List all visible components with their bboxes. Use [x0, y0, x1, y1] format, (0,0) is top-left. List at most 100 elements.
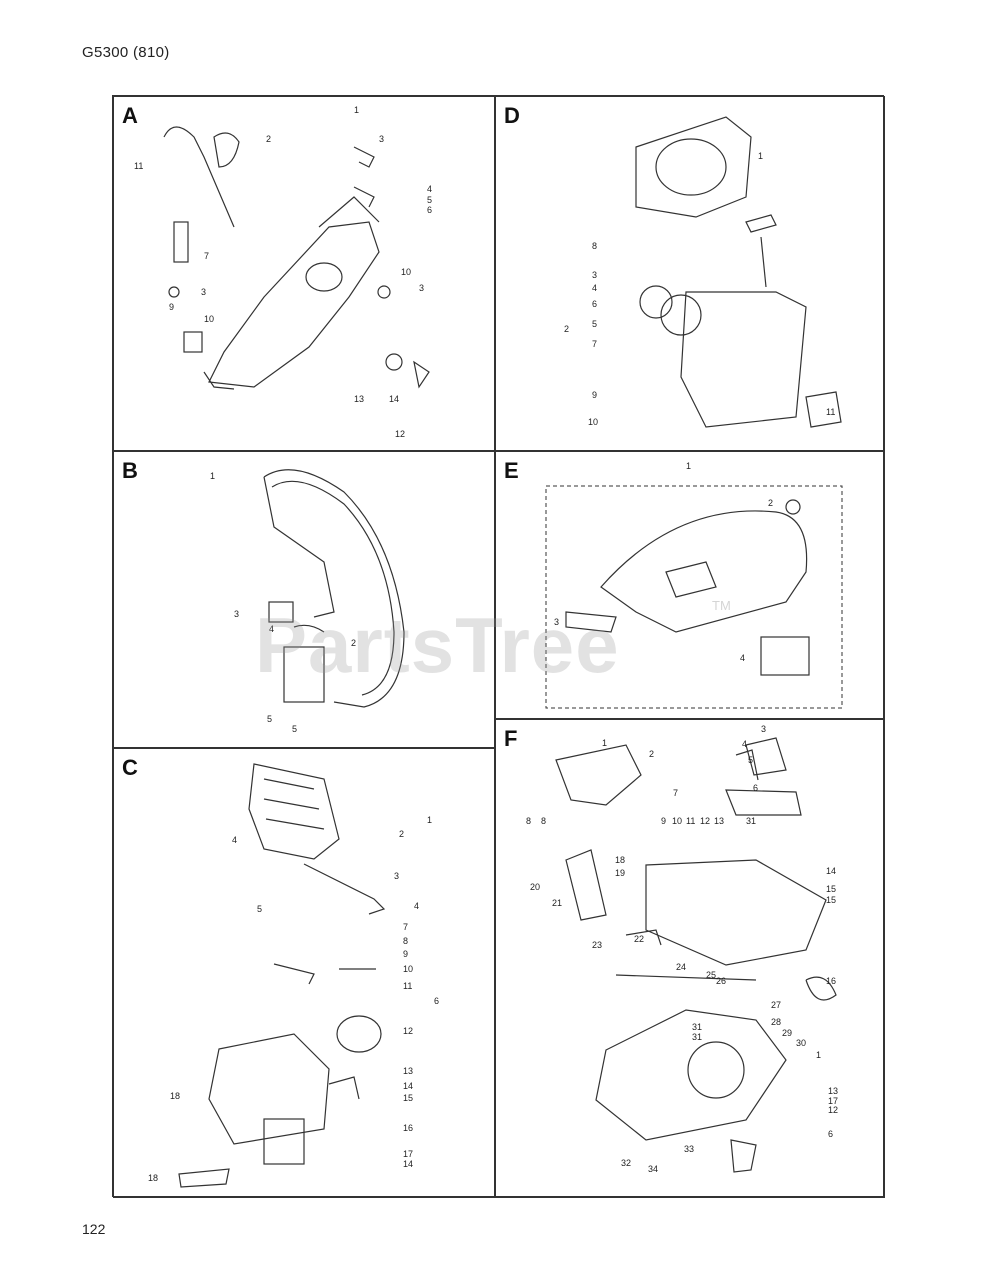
- part-callout-number: 10: [401, 267, 411, 277]
- cylinder-cover-drawing: [565, 499, 810, 676]
- part-callout-number: 15: [826, 884, 836, 894]
- part-callout-number: 12: [700, 816, 710, 826]
- part-callout-number: 24: [676, 962, 686, 972]
- part-callout-number: 16: [826, 976, 836, 986]
- part-callout-number: 5: [427, 195, 432, 205]
- part-callout-number: 9: [661, 816, 666, 826]
- part-callout-number: 9: [403, 949, 408, 959]
- part-callout-number: 29: [782, 1028, 792, 1038]
- front-handle-assembly-drawing: [163, 126, 430, 390]
- panel-d-letter: D: [504, 103, 520, 128]
- part-callout-number: 15: [403, 1093, 413, 1103]
- part-callout-number: 19: [615, 868, 625, 878]
- panel-b-callouts: 1 3 4 2 5 5: [210, 471, 356, 734]
- part-callout-number: 11: [686, 816, 695, 826]
- part-callout-number: 9: [169, 302, 174, 312]
- part-callout-number: 7: [592, 339, 597, 349]
- part-callout-number: 22: [634, 934, 644, 944]
- part-callout-number: 20: [530, 882, 540, 892]
- part-callout-number: 3: [379, 134, 384, 144]
- part-callout-number: 11: [403, 981, 412, 991]
- part-callout-number: 11: [826, 407, 835, 417]
- part-callout-number: 13: [354, 394, 364, 404]
- part-callout-number: 10: [204, 314, 214, 324]
- part-callout-number: 15: [826, 895, 836, 905]
- panel-e-drawing: 1 2 3 4: [545, 461, 843, 709]
- part-callout-number: 4: [742, 739, 747, 749]
- part-callout-number: 1: [210, 471, 215, 481]
- part-callout-number: 27: [771, 1000, 781, 1010]
- panel-f-drawing: 1 2 3 4 5 6 7 8 8 9 10 11 12 13 31 14 18…: [526, 724, 838, 1174]
- panel-a-letter: A: [122, 103, 138, 128]
- part-callout-number: 6: [753, 783, 758, 793]
- part-callout-number: 5: [592, 319, 597, 329]
- panel-d-drawing: 1 8 3 4 6 5 7 2 9 10 11: [564, 116, 842, 428]
- part-callout-number: 10: [672, 816, 682, 826]
- watermark-tm: TM: [712, 598, 731, 613]
- part-callout-number: 12: [403, 1026, 413, 1036]
- part-callout-number: 5: [292, 724, 297, 734]
- part-callout-number: 14: [403, 1159, 413, 1169]
- part-callout-number: 25: [706, 970, 716, 980]
- part-callout-number: 4: [414, 901, 419, 911]
- part-callout-number: 2: [564, 324, 569, 334]
- part-callout-number: 8: [403, 936, 408, 946]
- kit-dashed-boundary: [545, 485, 843, 709]
- part-callout-number: 3: [419, 283, 424, 293]
- part-callout-number: 18: [615, 855, 625, 865]
- part-callout-number: 12: [395, 429, 405, 439]
- part-callout-number: 28: [771, 1017, 781, 1027]
- panel-f-callouts: 1 2 3 4 5 6 7 8 8 9 10 11 12 13 31 14 18…: [526, 724, 838, 1174]
- part-callout-number: 3: [554, 617, 559, 627]
- part-callout-number: 6: [828, 1129, 833, 1139]
- part-callout-number: 5: [267, 714, 272, 724]
- part-callout-number: 3: [234, 609, 239, 619]
- part-callout-number: 7: [403, 922, 408, 932]
- panel-b-drawing: 1 3 4 2 5 5: [210, 469, 405, 734]
- part-callout-number: 14: [389, 394, 399, 404]
- part-callout-number: 1: [758, 151, 763, 161]
- part-callout-number: 31: [692, 1022, 702, 1032]
- panel-c-letter: C: [122, 755, 138, 780]
- page-header-model: G5300 (810): [82, 44, 170, 61]
- part-callout-number: 21: [552, 898, 562, 908]
- part-callout-number: 10: [588, 417, 598, 427]
- part-callout-number: 4: [592, 283, 597, 293]
- part-callout-number: 18: [170, 1091, 180, 1101]
- part-callout-number: 1: [602, 738, 607, 748]
- part-callout-number: 14: [403, 1081, 413, 1091]
- part-callout-number: 6: [592, 299, 597, 309]
- part-callout-number: 4: [232, 835, 237, 845]
- part-callout-number: 8: [526, 816, 531, 826]
- panel-a-callouts: 1 2 3 11 4 5 6 7 10 3 3 9 10 13 14 12: [134, 105, 432, 439]
- part-callout-number: 1: [816, 1050, 821, 1060]
- part-callout-number: 13: [714, 816, 724, 826]
- part-callout-number: 5: [748, 755, 753, 765]
- panel-b: B 1 3 4 2 5 5: [113, 451, 495, 748]
- part-callout-number: 26: [716, 976, 726, 986]
- parts-diagram-grid: A 1 2 3 11: [112, 95, 885, 1198]
- part-callout-number: 2: [399, 829, 404, 839]
- part-callout-number: 6: [427, 205, 432, 215]
- part-callout-number: 7: [204, 251, 209, 261]
- part-callout-number: 34: [648, 1164, 658, 1174]
- panel-e: E 1 2 3 4: [495, 451, 885, 719]
- part-callout-number: 6: [434, 996, 439, 1006]
- part-callout-number: 5: [257, 904, 262, 914]
- chain-brake-drawing: [178, 763, 386, 1188]
- part-callout-number: 11: [134, 161, 143, 171]
- part-callout-number: 2: [768, 498, 773, 508]
- panel-d: D 1 8 3 4 6 5 7 2 9 10: [495, 96, 885, 451]
- part-callout-number: 30: [796, 1038, 806, 1048]
- part-callout-number: 1: [686, 461, 691, 471]
- part-callout-number: 3: [761, 724, 766, 734]
- part-callout-number: 13: [403, 1066, 413, 1076]
- part-callout-number: 2: [351, 638, 356, 648]
- panel-e-letter: E: [504, 458, 519, 483]
- part-callout-number: 13: [828, 1086, 838, 1096]
- part-callout-number: 8: [541, 816, 546, 826]
- panel-c-drawing: 1 2 4 3 4 5 7 8 9 10 11 6 12 13 14 15 16…: [148, 763, 439, 1188]
- part-callout-number: 1: [354, 105, 359, 115]
- panel-f-letter: F: [504, 726, 518, 751]
- page-number: 122: [82, 1221, 106, 1237]
